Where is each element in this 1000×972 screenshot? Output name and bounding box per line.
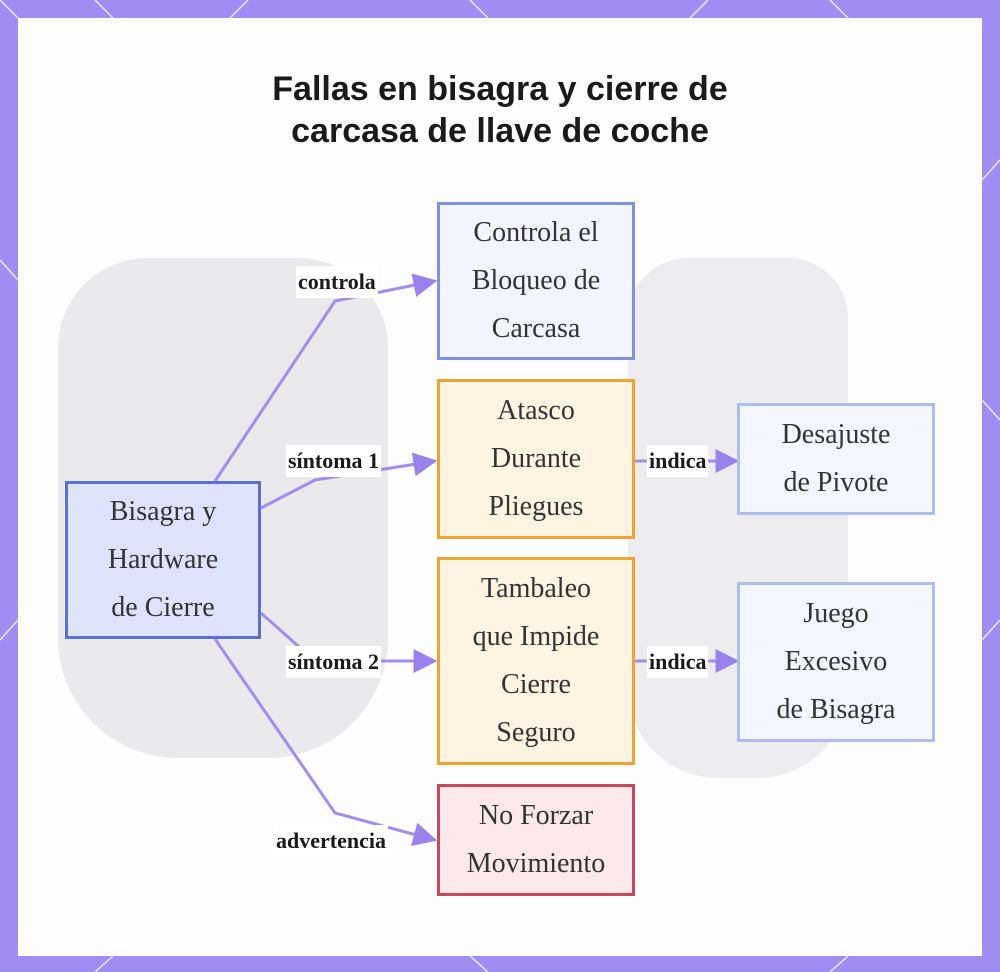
node-desajuste-pivote: Desajuste de Pivote: [737, 403, 935, 515]
diagram-card: Fallas en bisagra y cierre de carcasa de…: [18, 18, 982, 956]
node-label: Desajuste de Pivote: [781, 419, 891, 498]
node-atasco-pliegues: Atasco Durante Pliegues: [437, 379, 635, 539]
edge-sintoma1: [260, 452, 438, 510]
edge-label-indica2: indica: [647, 646, 709, 678]
node-controla-bloqueo: Controla el Bloqueo de Carcasa: [437, 202, 635, 360]
node-no-forzar: No Forzar Movimiento: [437, 784, 635, 896]
node-label: Controla el Bloqueo de Carcasa: [471, 217, 601, 344]
node-juego-bisagra: Juego Excesivo de Bisagra: [737, 582, 935, 742]
diagram-title: Fallas en bisagra y cierre de carcasa de…: [272, 70, 728, 150]
node-label: Bisagra y Hardware de Cierre: [107, 496, 219, 623]
node-label: No Forzar Movimiento: [466, 800, 606, 879]
edge-controla: [213, 273, 438, 482]
node-label: Juego Excesivo de Bisagra: [776, 598, 896, 725]
edge-label-controla: controla: [296, 266, 378, 298]
node-bisagra-hardware-cierre: Bisagra y Hardware de Cierre: [65, 481, 261, 639]
node-tambaleo-cierre: Tambaleo que Impide Cierre Seguro: [437, 557, 635, 765]
edge-label-indica1: indica: [647, 445, 709, 477]
edge-label-advertencia: advertencia: [274, 825, 388, 857]
edge-label-sintoma1: síntoma 1: [286, 445, 382, 477]
edge-advertencia: [213, 638, 438, 846]
edge-label-sintoma2: síntoma 2: [286, 646, 382, 678]
node-label: Tambaleo que Impide Cierre Seguro: [472, 573, 600, 748]
node-label: Atasco Durante Pliegues: [488, 395, 584, 522]
